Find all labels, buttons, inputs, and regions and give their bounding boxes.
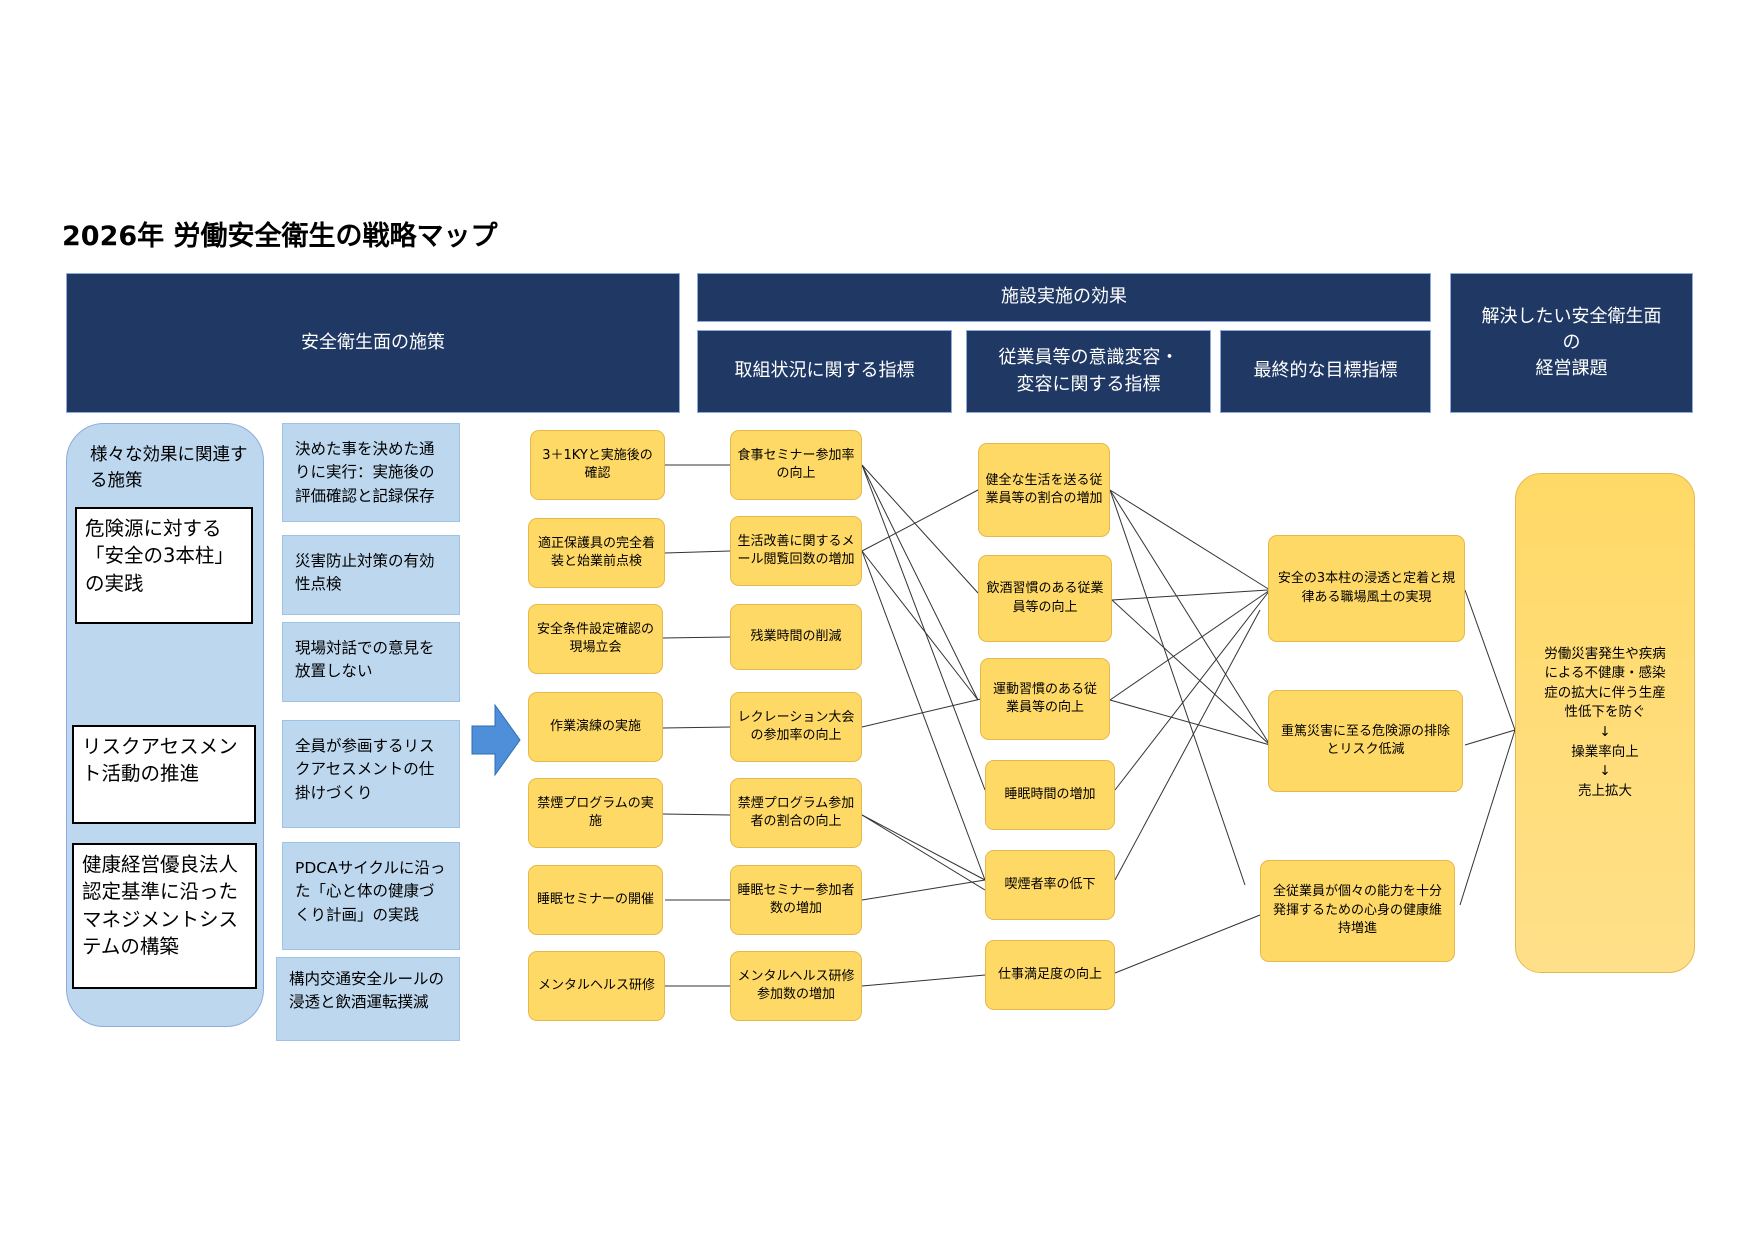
awareness-indicator-box: 睡眠時間の増加 — [985, 760, 1115, 830]
header-final-indicators: 最終的な目標指標 — [1220, 330, 1431, 413]
management-issue-step: 操業率向上 — [1571, 743, 1639, 760]
measure-box: 現場対話での意見を放置しない — [282, 622, 460, 702]
pillar-box: 危険源に対する「安全の3本柱」の実践 — [75, 507, 253, 624]
connectors-awareness-to-final — [1109, 489, 1271, 976]
header-awareness-indicators: 従業員等の意識変容・ 変容に関する指標 — [966, 330, 1211, 413]
measure-box: PDCAサイクルに沿った「心と体の健康づくり計画」の実践 — [282, 842, 460, 950]
down-arrow-icon: ↓ — [1599, 724, 1611, 740]
final-indicator-box: 全従業員が個々の能力を十分発揮するための心身の健康維持増進 — [1260, 860, 1455, 962]
progress-indicator-box: 食事セミナー参加率の向上 — [730, 430, 862, 500]
awareness-indicator-box: 飲酒習慣のある従業員等の向上 — [978, 555, 1112, 642]
awareness-indicator-box: 健全な生活を送る従業員等の割合の増加 — [978, 443, 1110, 537]
progress-indicator-box: メンタルヘルス研修参加数の増加 — [730, 951, 862, 1021]
measure-box: 全員が参画するリスクアセスメントの仕掛けづくり — [282, 720, 460, 828]
awareness-indicator-box: 仕事満足度の向上 — [985, 940, 1115, 1010]
activity-box: 睡眠セミナーの開催 — [528, 865, 663, 935]
header-measures: 安全衛生面の施策 — [66, 273, 680, 413]
down-arrow-icon: ↓ — [1599, 763, 1611, 780]
progress-indicator-box: 禁煙プログラム参加者の割合の向上 — [730, 778, 862, 848]
header-effects: 施設実施の効果 — [697, 273, 1431, 322]
management-issue-box: 労働災害発生や疾病による不健康・感染症の拡大に伴う生産性低下を防ぐ ↓ 操業率向… — [1515, 473, 1695, 973]
pillars-panel-label: 様々な効果に関連する施策 — [90, 445, 248, 492]
connectors-final-to-issue — [1459, 589, 1516, 906]
header-progress-indicators: 取組状況に関する指標 — [697, 330, 952, 413]
header-management-issues: 解決したい安全衛生面 の 経営課題 — [1450, 273, 1693, 413]
measure-box: 決めた事を決めた通りに実行：実施後の評価確認と記録保存 — [282, 423, 460, 522]
awareness-indicator-box: 喫煙者率の低下 — [985, 850, 1115, 920]
connectors-activity-to-progress — [662, 464, 731, 987]
right-arrow-icon — [471, 703, 521, 777]
progress-indicator-box: レクレーション大会の参加率の向上 — [730, 692, 862, 762]
activity-box: 作業演練の実施 — [528, 692, 663, 762]
final-indicator-box: 重篤災害に至る危険源の排除とリスク低減 — [1268, 690, 1463, 792]
page-title: 2026年 労働安全衛生の戦略マップ — [62, 221, 498, 252]
measure-box: 構内交通安全ルールの浸透と飲酒運転撲滅 — [276, 957, 460, 1041]
activity-box: 3＋1KYと実施後の確認 — [530, 430, 665, 500]
activity-box: 適正保護具の完全着装と始業前点検 — [528, 518, 665, 588]
final-indicator-box: 安全の3本柱の浸透と定着と規律ある職場風土の実現 — [1268, 535, 1465, 642]
measure-box: 災害防止対策の有効性点検 — [282, 535, 460, 615]
activity-box: 禁煙プログラムの実施 — [528, 778, 663, 848]
management-issue-step: 売上拡大 — [1578, 782, 1632, 799]
activity-box: 安全条件設定確認の現場立会 — [528, 604, 663, 674]
progress-indicator-box: 睡眠セミナー参加者数の増加 — [730, 865, 862, 935]
progress-indicator-box: 残業時間の削減 — [730, 604, 862, 670]
management-issue-text: 労働災害発生や疾病による不健康・感染症の拡大に伴う生産性低下を防ぐ — [1544, 645, 1666, 721]
awareness-indicator-box: 運動習慣のある従業員等の向上 — [980, 658, 1110, 740]
activity-box: メンタルヘルス研修 — [528, 951, 665, 1021]
pillar-box: リスクアセスメント活動の推進 — [72, 725, 256, 824]
pillar-box: 健康経営優良法人認定基準に沿ったマネジメントシステムの構築 — [72, 843, 257, 989]
progress-indicator-box: 生活改善に関するメール閲覧回数の増加 — [730, 516, 862, 586]
connectors-progress-to-awareness — [861, 464, 986, 987]
